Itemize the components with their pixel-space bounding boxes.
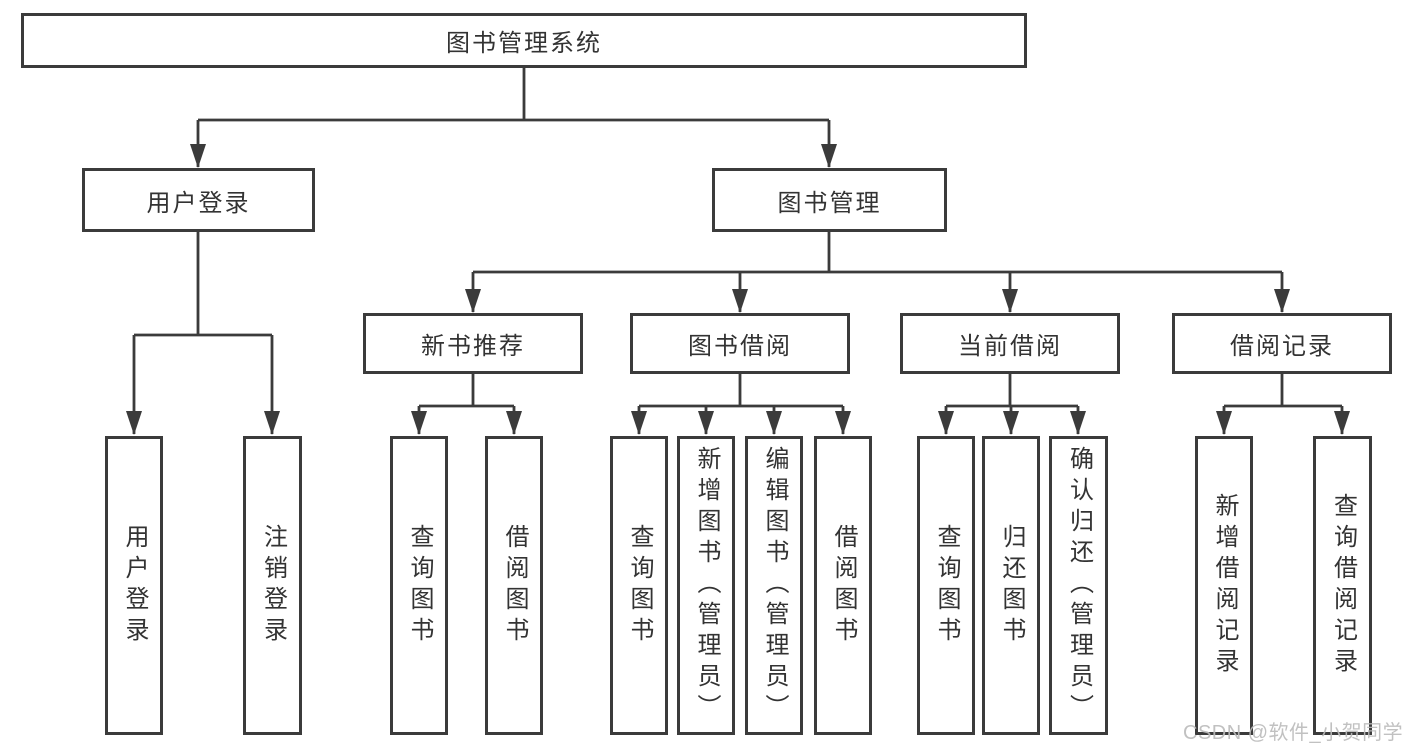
node-book-borrow: 图书借阅 <box>630 313 850 374</box>
node-new-book-recommend: 新书推荐 <box>363 313 583 374</box>
leaf-query-books-1-label: 查询图书 <box>406 523 433 648</box>
leaf-edit-book-admin-label: 编辑图书（管理员） <box>761 446 788 725</box>
leaf-return-book-label: 归还图书 <box>998 523 1025 648</box>
leaf-query-borrow-record: 查询借阅记录 <box>1313 436 1372 735</box>
node-book-management-label: 图书管理 <box>777 189 882 217</box>
node-current-borrow: 当前借阅 <box>900 313 1120 374</box>
leaf-query-borrow-record-label: 查询借阅记录 <box>1329 492 1357 679</box>
node-new-book-recommend-label: 新书推荐 <box>421 333 525 360</box>
leaf-user-login: 用户登录 <box>105 436 163 735</box>
leaf-query-books-2-label: 查询图书 <box>626 523 653 648</box>
node-system-root: 图书管理系统 <box>21 13 1027 68</box>
connector-book-management-split <box>473 232 1282 274</box>
leaf-user-login-label: 用户登录 <box>121 523 148 648</box>
leaf-confirm-return-admin: 确认归还（管理员） <box>1049 436 1108 735</box>
node-user-login-label: 用户登录 <box>146 189 251 217</box>
leaf-borrow-books-2-label: 借阅图书 <box>830 523 857 648</box>
leaf-add-borrow-record: 新增借阅记录 <box>1195 436 1253 735</box>
leaf-query-books-3: 查询图书 <box>917 436 975 735</box>
leaf-borrow-books-1-label: 借阅图书 <box>501 523 528 648</box>
connector-new-book-split <box>419 374 514 408</box>
leaf-logout-label: 注销登录 <box>259 523 287 648</box>
leaf-query-books-3-label: 查询图书 <box>933 523 960 648</box>
node-system-root-label: 图书管理系统 <box>446 30 602 57</box>
node-user-login: 用户登录 <box>82 168 315 232</box>
leaf-add-book-admin: 新增图书（管理员） <box>677 436 735 735</box>
leaf-borrow-books-2: 借阅图书 <box>814 436 872 735</box>
node-borrow-records-label: 借阅记录 <box>1230 333 1334 360</box>
connector-borrow-records-split <box>1224 374 1342 408</box>
leaf-logout: 注销登录 <box>243 436 302 735</box>
leaf-query-books-2: 查询图书 <box>610 436 668 735</box>
leaf-return-book: 归还图书 <box>982 436 1040 735</box>
node-book-management: 图书管理 <box>712 168 947 232</box>
node-current-borrow-label: 当前借阅 <box>958 333 1062 360</box>
connector-root-split <box>198 68 829 122</box>
csdn-watermark: CSDN @软件_小贺同学 <box>1183 722 1404 744</box>
leaf-edit-book-admin: 编辑图书（管理员） <box>745 436 803 735</box>
node-borrow-records: 借阅记录 <box>1172 313 1392 374</box>
leaf-confirm-return-admin-label: 确认归还（管理员） <box>1065 446 1093 725</box>
connector-book-borrow-split <box>639 374 843 408</box>
connector-user-login-split <box>134 232 272 337</box>
leaf-query-books-1: 查询图书 <box>390 436 448 735</box>
leaf-add-borrow-record-label: 新增借阅记录 <box>1211 492 1238 679</box>
connector-current-borrow-split <box>946 374 1078 408</box>
node-book-borrow-label: 图书借阅 <box>688 333 792 360</box>
leaf-borrow-books-1: 借阅图书 <box>485 436 543 735</box>
leaf-add-book-admin-label: 新增图书（管理员） <box>693 446 720 725</box>
